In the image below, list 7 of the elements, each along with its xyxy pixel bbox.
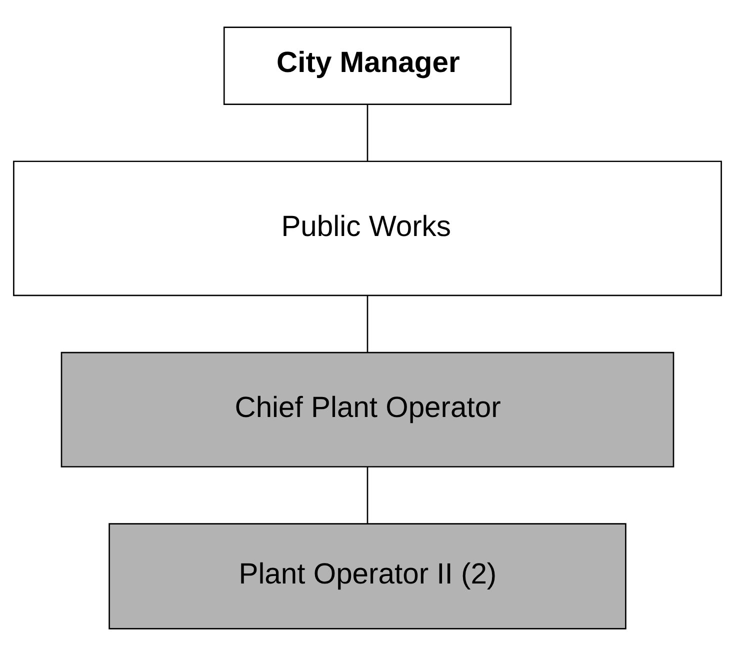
node-box: City Manager bbox=[223, 26, 512, 104]
node-box: Plant Operator II (2) bbox=[108, 522, 626, 629]
connector bbox=[366, 466, 368, 524]
node-box: Chief Plant Operator bbox=[60, 351, 674, 467]
connector bbox=[366, 295, 368, 352]
node-box: Public Works bbox=[13, 160, 722, 296]
connector bbox=[366, 104, 368, 160]
